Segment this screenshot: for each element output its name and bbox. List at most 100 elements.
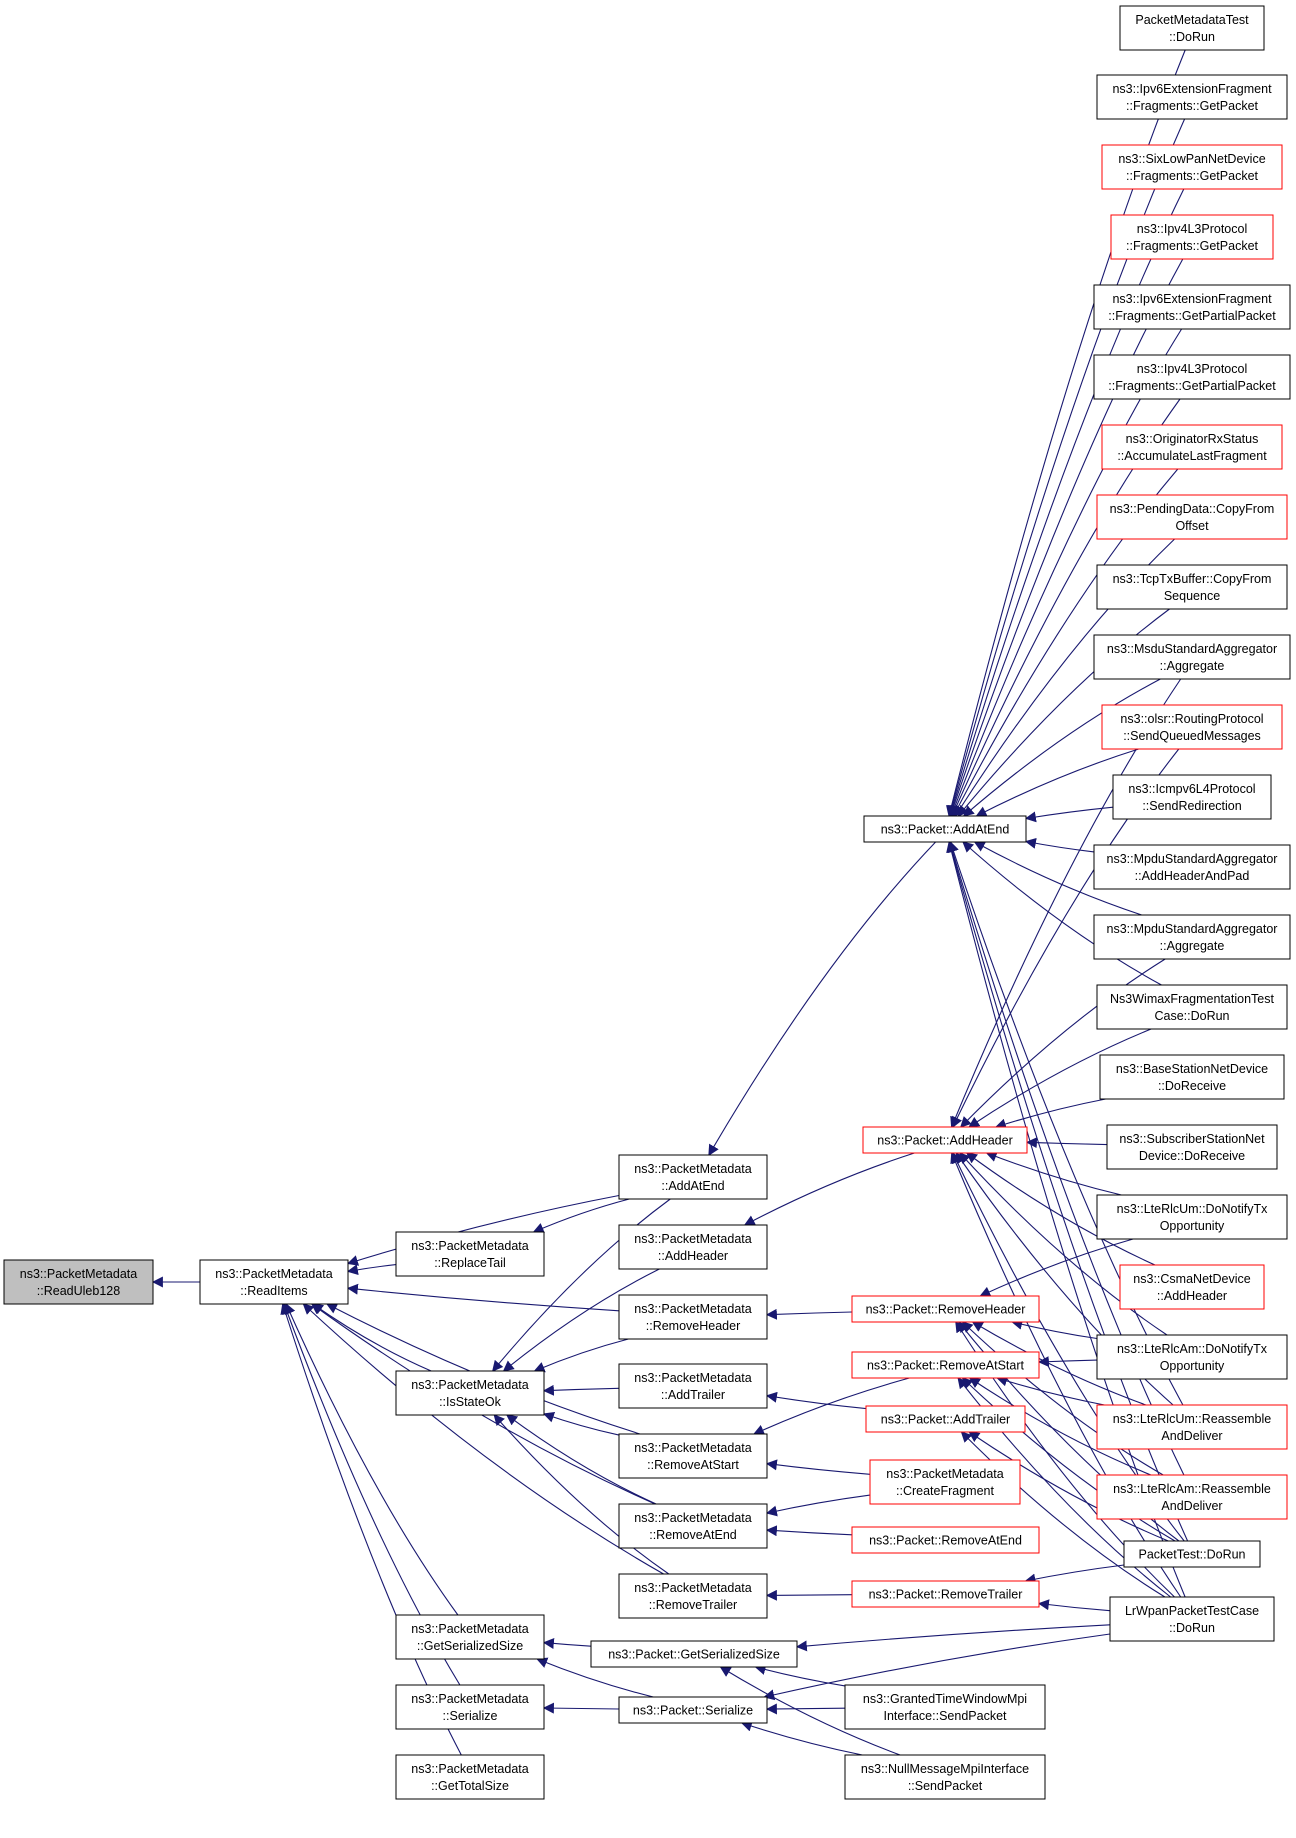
node-box[interactable] <box>1101 704 1283 750</box>
node-box[interactable] <box>1096 984 1288 1030</box>
node-box[interactable] <box>1110 214 1274 260</box>
node-icmpv6Redirect[interactable]: ns3::Icmpv6L4Protocol::SendRedirection <box>1112 774 1272 820</box>
node-box[interactable] <box>395 1754 545 1800</box>
node-removeAtEndM[interactable]: ns3::PacketMetadata::RemoveAtEnd <box>618 1503 768 1549</box>
node-box[interactable] <box>618 1696 768 1724</box>
node-box[interactable] <box>1106 1124 1278 1170</box>
node-pSerialize[interactable]: ns3::Packet::Serialize <box>618 1696 768 1724</box>
node-addAtEndM[interactable]: ns3::PacketMetadata::AddAtEnd <box>618 1154 768 1200</box>
node-nullSend[interactable]: ns3::NullMessageMpiInterface::SendPacket <box>844 1754 1046 1800</box>
node-getSerializedSizeM[interactable]: ns3::PacketMetadata::GetSerializedSize <box>395 1614 545 1660</box>
node-isStateOk[interactable]: ns3::PacketMetadata::IsStateOk <box>395 1370 545 1416</box>
node-subscriberStation[interactable]: ns3::SubscriberStationNetDevice::DoRecei… <box>1106 1124 1278 1170</box>
node-removeAtStartM[interactable]: ns3::PacketMetadata::RemoveAtStart <box>618 1433 768 1479</box>
node-pAddAtEnd[interactable]: ns3::Packet::AddAtEnd <box>863 815 1027 843</box>
node-box[interactable] <box>590 1640 798 1668</box>
node-originatorRx[interactable]: ns3::OriginatorRxStatus::AccumulateLastF… <box>1101 424 1283 470</box>
node-getTotalSize[interactable]: ns3::PacketMetadata::GetTotalSize <box>395 1754 545 1800</box>
node-box[interactable] <box>1093 634 1291 680</box>
node-packetTest[interactable]: PacketTest::DoRun <box>1123 1540 1261 1568</box>
node-box[interactable] <box>851 1580 1040 1608</box>
node-box[interactable] <box>618 1154 768 1200</box>
node-box[interactable] <box>1096 1194 1288 1240</box>
node-box[interactable] <box>1093 914 1291 960</box>
node-pRemoveAtStart[interactable]: ns3::Packet::RemoveAtStart <box>851 1351 1040 1379</box>
node-pGetSerializedSize[interactable]: ns3::Packet::GetSerializedSize <box>590 1640 798 1668</box>
node-box[interactable] <box>869 1459 1021 1505</box>
node-box[interactable] <box>1119 1264 1265 1310</box>
node-box[interactable] <box>851 1351 1040 1379</box>
node-box[interactable] <box>844 1684 1046 1730</box>
node-box[interactable] <box>1101 424 1283 470</box>
node-box[interactable] <box>395 1231 545 1277</box>
node-box[interactable] <box>1096 564 1288 610</box>
node-box[interactable] <box>865 1405 1026 1433</box>
node-box[interactable] <box>863 815 1027 843</box>
node-ipv6FragGet[interactable]: ns3::Ipv6ExtensionFragment::Fragments::G… <box>1096 74 1288 120</box>
node-pAddHeader[interactable]: ns3::Packet::AddHeader <box>862 1126 1028 1154</box>
node-box[interactable] <box>395 1614 545 1660</box>
node-pRemoveAtEnd[interactable]: ns3::Packet::RemoveAtEnd <box>851 1526 1040 1554</box>
node-pAddTrailer[interactable]: ns3::Packet::AddTrailer <box>865 1405 1026 1433</box>
node-box[interactable] <box>3 1259 154 1305</box>
node-ipv6FragPartial[interactable]: ns3::Ipv6ExtensionFragment::Fragments::G… <box>1093 284 1291 330</box>
node-box[interactable] <box>1096 494 1288 540</box>
node-box[interactable] <box>1101 144 1283 190</box>
node-box[interactable] <box>1099 1054 1285 1100</box>
node-readItems[interactable]: ns3::PacketMetadata::ReadItems <box>199 1259 349 1305</box>
node-addHeaderM[interactable]: ns3::PacketMetadata::AddHeader <box>618 1224 768 1270</box>
node-sixLowPanGet[interactable]: ns3::SixLowPanNetDevice::Fragments::GetP… <box>1101 144 1283 190</box>
node-box[interactable] <box>199 1259 349 1305</box>
node-removeTrailerM[interactable]: ns3::PacketMetadata::RemoveTrailer <box>618 1573 768 1619</box>
node-root[interactable]: ns3::PacketMetadata::ReadUleb128 <box>3 1259 154 1305</box>
node-box[interactable] <box>395 1684 545 1730</box>
node-box[interactable] <box>1096 1474 1288 1520</box>
node-removeHeaderM[interactable]: ns3::PacketMetadata::RemoveHeader <box>618 1294 768 1340</box>
node-box[interactable] <box>618 1573 768 1619</box>
node-box[interactable] <box>618 1433 768 1479</box>
node-mpduAgg[interactable]: ns3::MpduStandardAggregator::Aggregate <box>1093 914 1291 960</box>
node-addTrailerM[interactable]: ns3::PacketMetadata::AddTrailer <box>618 1363 768 1409</box>
node-baseStation[interactable]: ns3::BaseStationNetDevice::DoReceive <box>1099 1054 1285 1100</box>
node-box[interactable] <box>618 1294 768 1340</box>
node-csmaAddHeader[interactable]: ns3::CsmaNetDevice::AddHeader <box>1119 1264 1265 1310</box>
node-ipv4L3Partial[interactable]: ns3::Ipv4L3Protocol::Fragments::GetParti… <box>1093 354 1291 400</box>
node-msduAgg[interactable]: ns3::MsduStandardAggregator::Aggregate <box>1093 634 1291 680</box>
node-box[interactable] <box>844 1754 1046 1800</box>
node-box[interactable] <box>1096 74 1288 120</box>
node-grantedSend[interactable]: ns3::GrantedTimeWindowMpiInterface::Send… <box>844 1684 1046 1730</box>
node-box[interactable] <box>1123 1540 1261 1568</box>
node-box[interactable] <box>395 1370 545 1416</box>
node-lrWpanTest[interactable]: LrWpanPacketTestCase::DoRun <box>1109 1596 1275 1642</box>
node-box[interactable] <box>1109 1596 1275 1642</box>
node-box[interactable] <box>618 1503 768 1549</box>
node-box[interactable] <box>1093 284 1291 330</box>
node-replaceTail[interactable]: ns3::PacketMetadata::ReplaceTail <box>395 1231 545 1277</box>
node-serializeM[interactable]: ns3::PacketMetadata::Serialize <box>395 1684 545 1730</box>
node-box[interactable] <box>1112 774 1272 820</box>
node-box[interactable] <box>1096 1334 1288 1380</box>
node-olsrSend[interactable]: ns3::olsr::RoutingProtocol::SendQueuedMe… <box>1101 704 1283 750</box>
node-box[interactable] <box>618 1224 768 1270</box>
node-pmTestDoRun[interactable]: PacketMetadataTest::DoRun <box>1119 5 1265 51</box>
node-pRemoveHeader[interactable]: ns3::Packet::RemoveHeader <box>851 1295 1040 1323</box>
node-pRemoveTrailer[interactable]: ns3::Packet::RemoveTrailer <box>851 1580 1040 1608</box>
node-box[interactable] <box>1096 1404 1288 1450</box>
node-createFragment[interactable]: ns3::PacketMetadata::CreateFragment <box>869 1459 1021 1505</box>
node-box[interactable] <box>851 1295 1040 1323</box>
node-box[interactable] <box>862 1126 1028 1154</box>
node-box[interactable] <box>851 1526 1040 1554</box>
node-mpduAddHeader[interactable]: ns3::MpduStandardAggregator::AddHeaderAn… <box>1093 844 1291 890</box>
node-ipv4L3Get[interactable]: ns3::Ipv4L3Protocol::Fragments::GetPacke… <box>1110 214 1274 260</box>
node-box[interactable] <box>1093 844 1291 890</box>
node-box[interactable] <box>618 1363 768 1409</box>
node-box[interactable] <box>1119 5 1265 51</box>
node-box[interactable] <box>1093 354 1291 400</box>
